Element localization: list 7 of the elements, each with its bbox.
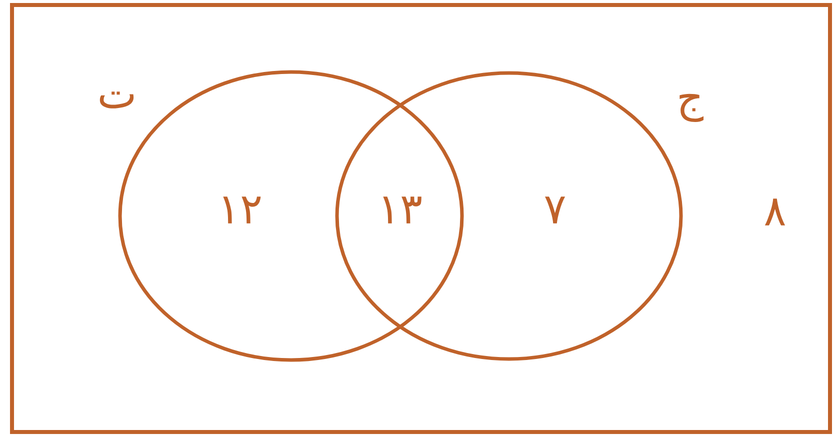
- count-label: ٨: [764, 198, 786, 226]
- frame-rectangle: [10, 3, 832, 434]
- count-label: ١٢: [223, 196, 261, 224]
- count-label: ١٣: [383, 196, 422, 224]
- set-label: ج: [680, 94, 704, 122]
- count-label: ٧: [544, 196, 566, 224]
- set-label: ت: [100, 92, 134, 108]
